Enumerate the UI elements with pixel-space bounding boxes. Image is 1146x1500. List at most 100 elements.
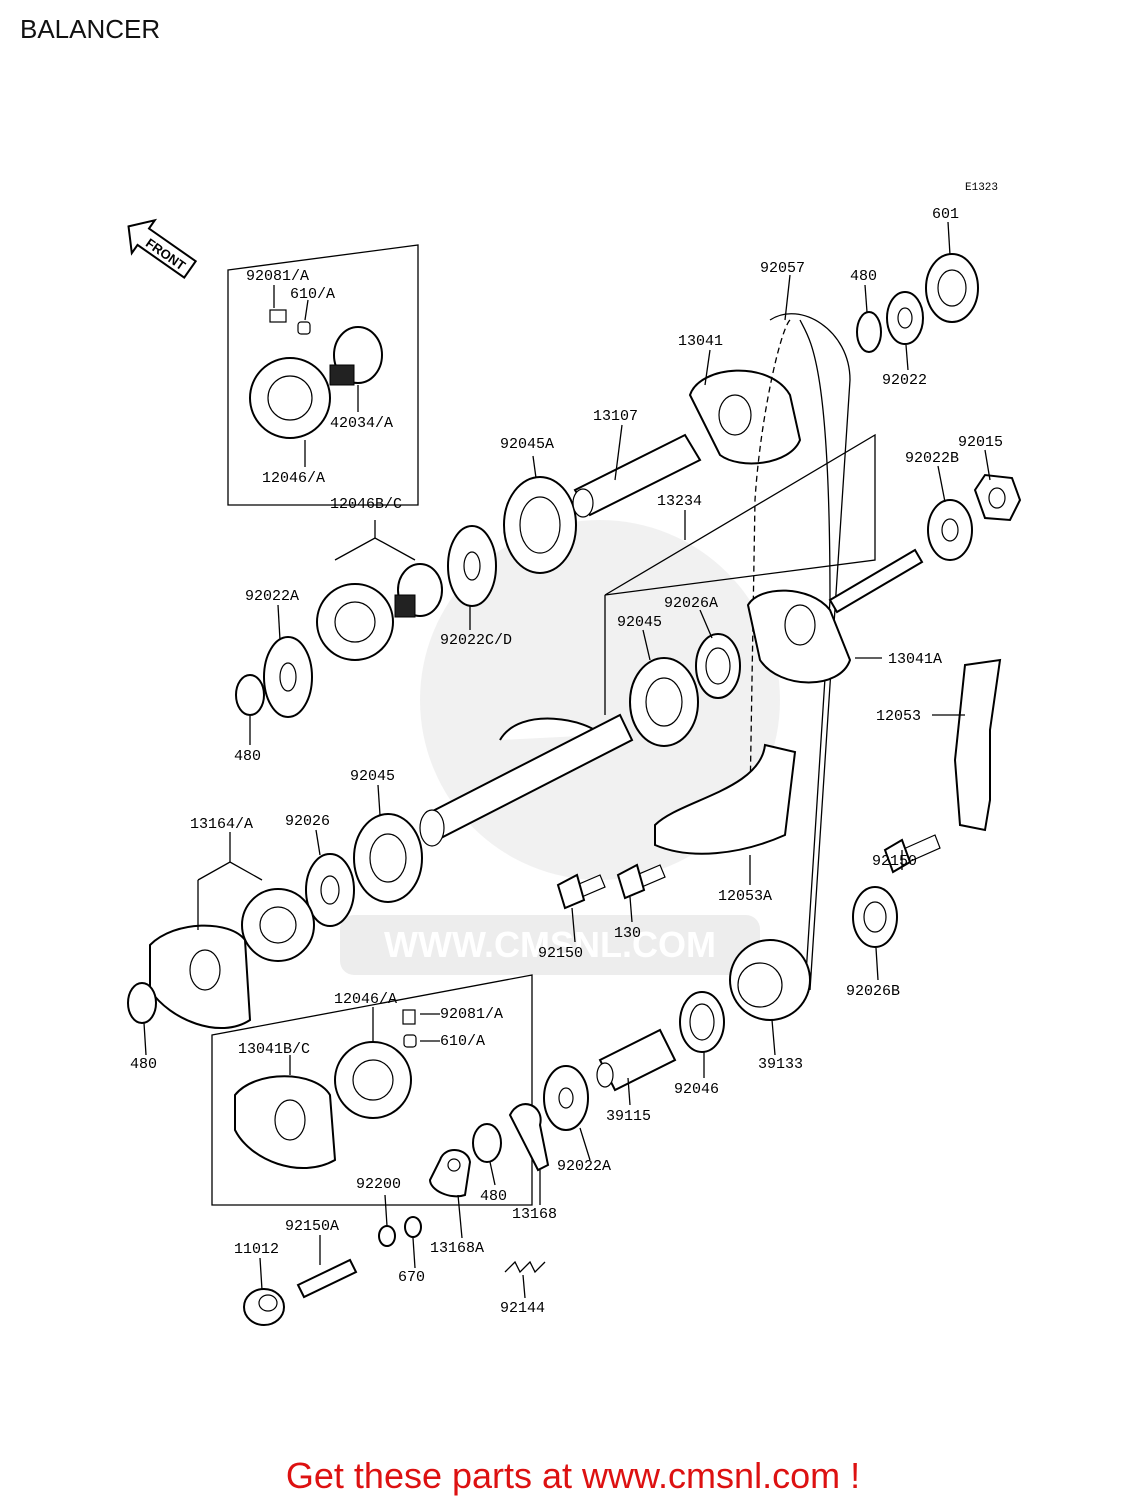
- bearing-92045-mid: [629, 657, 699, 747]
- pin-610-bottom: [403, 1034, 417, 1048]
- sprocket-39133: [729, 939, 811, 1021]
- circlip-480-top: [856, 311, 882, 353]
- balancer-weight-13041: [688, 369, 802, 465]
- label-92200: 92200: [356, 1176, 401, 1193]
- label-480-left: 480: [234, 748, 261, 765]
- label-13107: 13107: [593, 408, 638, 425]
- weight-13164-lower: [149, 924, 252, 1029]
- plate-13168a: [428, 1149, 472, 1198]
- washer-92022a-low: [543, 1065, 589, 1131]
- watermark-text: WWW.CMSNL.COM: [384, 924, 716, 965]
- oring-670: [404, 1216, 422, 1238]
- balancer-weight-13041a: [746, 589, 852, 684]
- label-13168: 13168: [512, 1206, 557, 1223]
- weight-13041bc: [234, 1075, 337, 1169]
- pin-610-top: [297, 321, 311, 335]
- washer-92200: [378, 1225, 396, 1247]
- washer-92026b: [852, 886, 898, 948]
- label-42034a: 42034/A: [330, 415, 393, 432]
- bearing-601: [925, 253, 979, 323]
- group-box-bottom: [211, 974, 533, 1206]
- label-11012: 11012: [234, 1241, 279, 1258]
- needle-bearing-13107: [572, 433, 702, 518]
- damper-42034: [329, 326, 383, 386]
- label-92045-mid: 92045: [617, 614, 662, 631]
- bolt-92150a: [296, 1258, 358, 1299]
- label-92022: 92022: [882, 372, 927, 389]
- bearing-92045a: [503, 476, 577, 574]
- label-13041: 13041: [678, 333, 723, 350]
- label-92081a-bottom: 92081/A: [440, 1006, 503, 1023]
- balancer-shaft: [419, 713, 634, 847]
- shaft-13234-rod: [828, 548, 924, 614]
- label-12053a: 12053A: [718, 888, 772, 905]
- label-13041bc: 13041B/C: [238, 1041, 310, 1058]
- group-box-top: [227, 244, 419, 506]
- label-12046a-bottom: 12046/A: [334, 991, 397, 1008]
- label-610a-bottom: 610/A: [440, 1033, 485, 1050]
- washer-92022: [886, 291, 924, 345]
- sprocket-12046-bottom: [334, 1041, 412, 1119]
- label-92150-right: 92150: [872, 853, 917, 870]
- group-box-shaft: [604, 433, 876, 596]
- label-92026: 92026: [285, 813, 330, 830]
- label-92015: 92015: [958, 434, 1003, 451]
- leader-lines: [143, 221, 991, 1299]
- washer-92026: [305, 853, 355, 927]
- parts-cta-link[interactable]: Get these parts at www.cmsnl.com !: [285, 1455, 861, 1496]
- lever-13168: [508, 1103, 550, 1172]
- label-610a-top: 610/A: [290, 286, 335, 303]
- bolt-92150-mid: [556, 873, 606, 910]
- spring-92081-bottom: [402, 1009, 416, 1025]
- washer-92022b: [927, 499, 973, 561]
- washer-92022a-left: [263, 636, 313, 718]
- label-12053: 12053: [876, 708, 921, 725]
- label-670: 670: [398, 1269, 425, 1286]
- label-13041a: 13041A: [888, 651, 942, 668]
- washer-92026a: [695, 633, 741, 699]
- label-92022cd: 92022C/D: [440, 632, 512, 649]
- sprocket-12046b: [316, 583, 394, 661]
- diagram-code: E1323: [965, 182, 998, 194]
- nut-92015: [973, 473, 1022, 522]
- label-92026b: 92026B: [846, 983, 900, 1000]
- needle-bearing-92046: [679, 991, 725, 1053]
- front-arrow-icon: FRONT: [127, 218, 198, 279]
- washer-92022cd: [447, 525, 497, 607]
- label-13164a: 13164/A: [190, 816, 253, 833]
- label-92046: 92046: [674, 1081, 719, 1098]
- bolt-130: [616, 863, 666, 900]
- label-92081a-top: 92081/A: [246, 268, 309, 285]
- label-92045-low: 92045: [350, 768, 395, 785]
- label-92057: 92057: [760, 260, 805, 277]
- sprocket-13164: [241, 888, 315, 962]
- damper-12046c: [394, 563, 443, 618]
- circlip-480-left: [235, 674, 265, 716]
- circlip-480-lower: [127, 982, 157, 1024]
- circlip-480-bottom: [472, 1123, 502, 1163]
- label-39133: 39133: [758, 1056, 803, 1073]
- chain-92057: [749, 313, 851, 991]
- spring-92144: [504, 1260, 546, 1274]
- chain-guide-12053a: [654, 743, 797, 855]
- label-480-top: 480: [850, 268, 877, 285]
- label-92150a: 92150A: [285, 1218, 339, 1235]
- label-92022a-left: 92022A: [245, 588, 299, 605]
- label-601: 601: [932, 206, 959, 223]
- label-13168a: 13168A: [430, 1240, 484, 1257]
- bearing-92045-low: [353, 813, 423, 903]
- label-130: 130: [614, 925, 641, 942]
- sprocket-12046-top: [249, 357, 331, 439]
- chain-guide-12053: [953, 658, 1002, 832]
- part-labels: 92081/A 610/A 42034/A 12046/A 12046B/C 9…: [130, 206, 1003, 1317]
- label-92022b: 92022B: [905, 450, 959, 467]
- label-92026a: 92026A: [664, 595, 718, 612]
- label-92150-mid: 92150: [538, 945, 583, 962]
- label-480-bottom: 480: [480, 1188, 507, 1205]
- label-92022a-low: 92022A: [557, 1158, 611, 1175]
- label-12046bc: 12046B/C: [330, 496, 402, 513]
- spring-92081-top: [269, 309, 287, 323]
- label-480-lower: 480: [130, 1056, 157, 1073]
- label-92045a: 92045A: [500, 436, 554, 453]
- label-12046a-top: 12046/A: [262, 470, 325, 487]
